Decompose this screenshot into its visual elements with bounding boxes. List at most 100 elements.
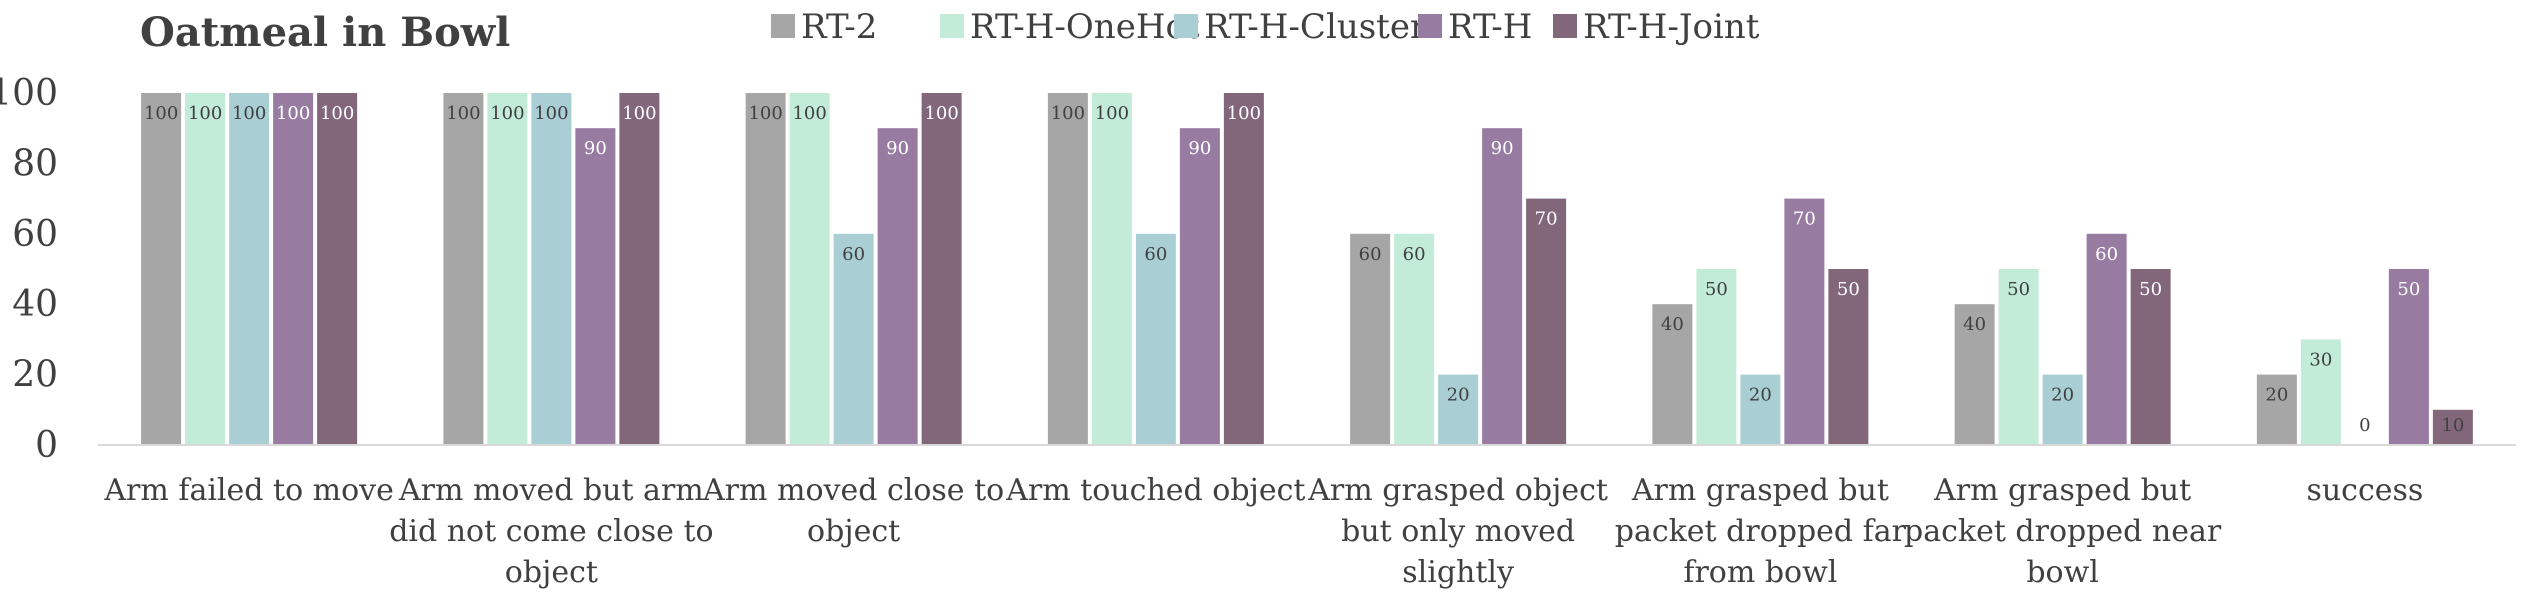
legend-swatch bbox=[940, 14, 964, 38]
data-label: 100 bbox=[1227, 103, 1261, 124]
data-label: 50 bbox=[1705, 279, 1728, 300]
data-label: 60 bbox=[842, 244, 865, 265]
bar bbox=[1828, 269, 1869, 445]
bar bbox=[1998, 269, 2039, 445]
data-label: 40 bbox=[1661, 314, 1684, 335]
data-label: 90 bbox=[584, 138, 607, 159]
data-label: 20 bbox=[2051, 385, 2074, 406]
bar bbox=[1135, 233, 1176, 445]
bar bbox=[2256, 374, 2297, 445]
bar bbox=[1740, 374, 1781, 445]
legend-swatch bbox=[771, 14, 795, 38]
bar bbox=[2432, 409, 2473, 445]
data-label: 20 bbox=[2265, 385, 2288, 406]
data-label: 50 bbox=[1837, 279, 1860, 300]
bar bbox=[1784, 198, 1825, 445]
data-label: 90 bbox=[1491, 138, 1514, 159]
data-label: 50 bbox=[2139, 279, 2162, 300]
data-label: 50 bbox=[2007, 279, 2030, 300]
data-label: 100 bbox=[792, 103, 826, 124]
y-tick-label: 20 bbox=[12, 355, 58, 396]
y-tick-label: 40 bbox=[12, 284, 58, 325]
y-axis: 0 20 40 60 80 100 bbox=[0, 73, 58, 466]
x-tick-label: success bbox=[2306, 473, 2423, 508]
bar bbox=[921, 93, 962, 445]
data-label: 100 bbox=[924, 103, 958, 124]
data-label: 20 bbox=[1447, 385, 1470, 406]
bar bbox=[1047, 93, 1088, 445]
bar bbox=[1223, 93, 1264, 445]
bar bbox=[1526, 198, 1567, 445]
y-tick-label: 60 bbox=[12, 214, 58, 255]
bar bbox=[443, 93, 484, 445]
bar bbox=[2130, 269, 2171, 445]
data-label: 70 bbox=[1793, 209, 1816, 230]
data-label: 100 bbox=[1095, 103, 1129, 124]
bar bbox=[487, 93, 528, 445]
data-label: 60 bbox=[2095, 244, 2118, 265]
data-label: 40 bbox=[1963, 314, 1986, 335]
bar bbox=[1696, 269, 1737, 445]
data-label: 100 bbox=[320, 103, 354, 124]
data-label: 100 bbox=[622, 103, 656, 124]
bar bbox=[2388, 269, 2429, 445]
data-label: 100 bbox=[232, 103, 266, 124]
data-label: 100 bbox=[490, 103, 524, 124]
bar bbox=[1091, 93, 1132, 445]
legend-label: RT-2 bbox=[801, 7, 877, 47]
bar bbox=[877, 128, 918, 445]
bar bbox=[1954, 304, 1995, 445]
data-label: 60 bbox=[1144, 244, 1167, 265]
bar bbox=[1394, 233, 1435, 445]
data-label: 100 bbox=[1051, 103, 1085, 124]
bar bbox=[2042, 374, 2083, 445]
data-label: 50 bbox=[2397, 279, 2420, 300]
x-tick-label: Arm failed to move bbox=[103, 473, 394, 508]
data-labels: 100 100 100 100 100 100 100 100 90 100 100 100 60 90 1… bbox=[144, 103, 2464, 436]
bars bbox=[141, 93, 2473, 445]
bar bbox=[2086, 233, 2127, 445]
bar bbox=[619, 93, 660, 445]
bar bbox=[1350, 233, 1391, 445]
data-label: 100 bbox=[276, 103, 310, 124]
data-label: 90 bbox=[1188, 138, 1211, 159]
data-label: 10 bbox=[2441, 415, 2464, 436]
bar bbox=[317, 93, 358, 445]
bar bbox=[833, 233, 874, 445]
bar bbox=[1438, 374, 1479, 445]
legend-swatch bbox=[1174, 14, 1198, 38]
data-label: 100 bbox=[144, 103, 178, 124]
y-tick-label: 100 bbox=[0, 73, 58, 114]
y-tick-label: 0 bbox=[35, 425, 58, 466]
data-label: 30 bbox=[2309, 349, 2332, 370]
legend-label: RT-H bbox=[1448, 7, 1532, 47]
y-tick-label: 80 bbox=[12, 143, 58, 184]
legend-label: RT-H-Cluster bbox=[1204, 7, 1427, 47]
data-label: 60 bbox=[1403, 244, 1426, 265]
data-label: 70 bbox=[1535, 209, 1558, 230]
bar bbox=[745, 93, 786, 445]
data-label: 60 bbox=[1359, 244, 1382, 265]
bar bbox=[2300, 339, 2341, 445]
data-label: 100 bbox=[188, 103, 222, 124]
legend-swatch bbox=[1418, 14, 1442, 38]
data-label: 100 bbox=[534, 103, 568, 124]
bar bbox=[273, 93, 314, 445]
bar bbox=[789, 93, 830, 445]
bar bbox=[1179, 128, 1220, 445]
x-tick-label: Arm touched object bbox=[1005, 473, 1305, 508]
bar bbox=[185, 93, 226, 445]
bar bbox=[141, 93, 182, 445]
bar bbox=[531, 93, 572, 445]
bar bbox=[229, 93, 270, 445]
data-label: 90 bbox=[886, 138, 909, 159]
bar bbox=[575, 128, 616, 445]
bar bbox=[1652, 304, 1693, 445]
